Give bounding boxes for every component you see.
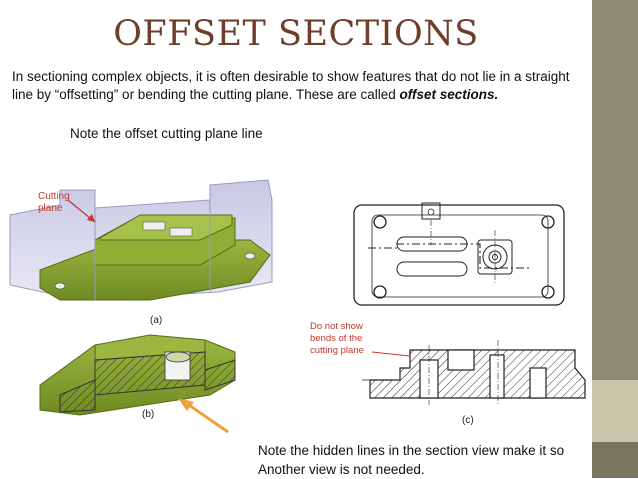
- section-view-drawing: [362, 340, 586, 405]
- intro-emphasis: offset sections.: [399, 87, 499, 102]
- sectioned-part-illustration: [39, 334, 236, 416]
- label-plane: plane: [38, 203, 63, 214]
- intro-paragraph: In sectioning complex objects, it is oft…: [12, 68, 587, 104]
- note-hidden-lines-1: Note the hidden lines in the section vie…: [258, 443, 565, 458]
- label-cutting: Cutting: [38, 191, 70, 202]
- callout-do-not-show: Do not show: [310, 321, 363, 332]
- caption-b: (b): [142, 409, 154, 420]
- sidebar-decoration: [592, 0, 638, 478]
- slide-title: OFFSET SECTIONS: [113, 14, 479, 54]
- offset-section-figure: Cutting plane (a) (b): [9, 179, 586, 434]
- callout-bends: bends of the: [310, 333, 362, 344]
- sidebar-band-bottom: [592, 442, 638, 478]
- caption-a: (a): [150, 315, 162, 326]
- note-offset-cutting-plane: Note the offset cutting plane line: [70, 126, 263, 141]
- caption-c: (c): [462, 415, 474, 426]
- part-with-cutting-plane-illustration: [9, 179, 273, 301]
- intro-text: In sectioning complex objects, it is oft…: [12, 69, 570, 102]
- callout-leader: [371, 351, 411, 357]
- note-hidden-lines: Note the hidden lines in the section vie…: [258, 441, 588, 479]
- orthographic-drawing: [353, 202, 565, 306]
- callout-cutting-plane: cutting plane: [310, 345, 364, 356]
- note-hidden-lines-2: Another view is not needed.: [258, 462, 425, 477]
- callout-arrow: [178, 398, 229, 434]
- sidebar-band-top: [592, 0, 638, 380]
- sidebar-band-middle: [592, 380, 638, 442]
